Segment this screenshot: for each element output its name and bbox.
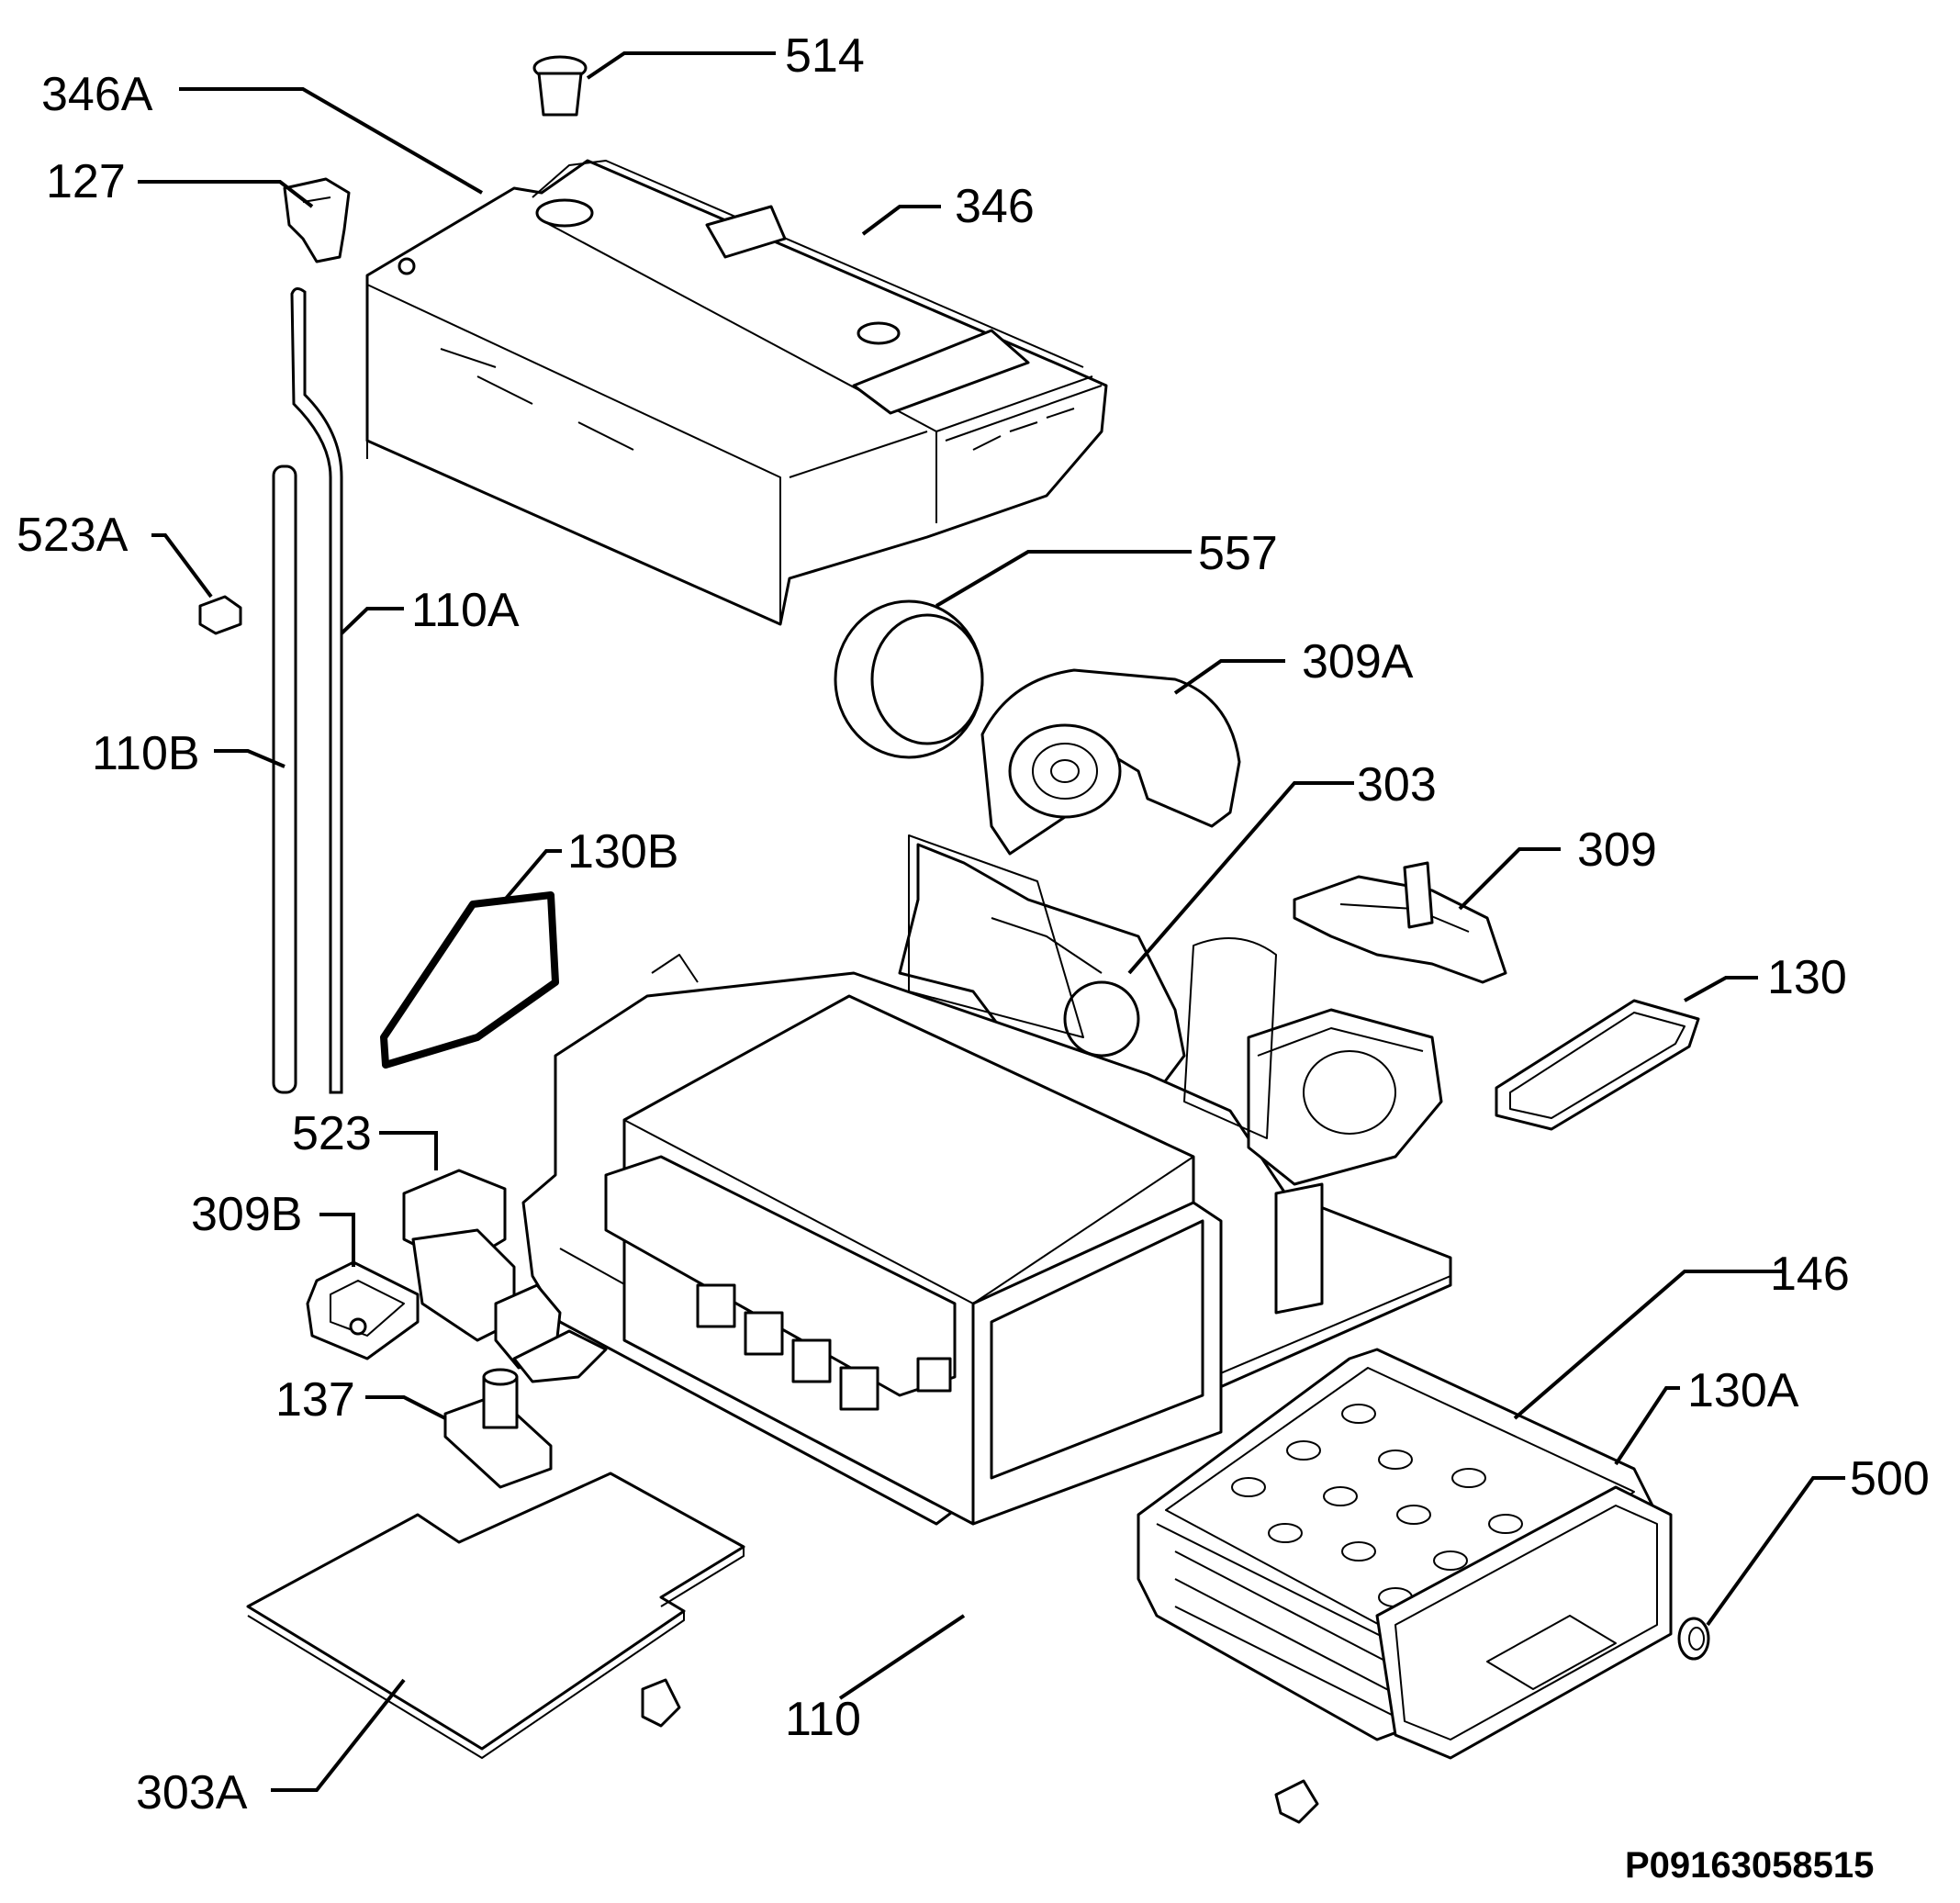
- callout-130A: 130A: [1687, 1364, 1799, 1417]
- part-309-duct: [1293, 861, 1507, 984]
- part-309B-bracket: [306, 1260, 420, 1360]
- part-346-top-housing: [365, 159, 1108, 626]
- callout-309B: 309B: [191, 1188, 302, 1241]
- part-130A-frame: [1375, 1485, 1673, 1760]
- part-110A-hose: [290, 287, 343, 1094]
- callout-309A: 309A: [1302, 635, 1414, 688]
- callout-labels: 346A 514 127 346 523A 110A 557 309A 110B…: [17, 29, 1930, 1819]
- callout-303A: 303A: [136, 1766, 248, 1819]
- callout-110A: 110A: [411, 584, 520, 637]
- part-130B-gasket: [380, 891, 559, 1069]
- callout-127: 127: [46, 155, 126, 208]
- callout-500: 500: [1850, 1452, 1930, 1506]
- callout-130: 130: [1767, 951, 1847, 1004]
- callout-146: 146: [1770, 1248, 1850, 1301]
- callout-523A: 523A: [17, 509, 129, 562]
- part-523-valve: [402, 1169, 608, 1383]
- callout-130B: 130B: [567, 825, 678, 879]
- part-523A-clip: [198, 595, 242, 635]
- callout-557: 557: [1198, 527, 1278, 580]
- callout-303: 303: [1357, 758, 1437, 812]
- callout-137: 137: [275, 1373, 355, 1427]
- callout-346: 346: [955, 180, 1035, 233]
- part-500-knob: [1677, 1617, 1710, 1661]
- part-557-ring: [834, 599, 984, 759]
- drawing-code: P09163058515: [1625, 1845, 1874, 1886]
- callout-309: 309: [1577, 823, 1657, 877]
- callout-346A: 346A: [41, 68, 153, 121]
- part-110B-hose: [272, 465, 297, 1094]
- leader-lines: [138, 51, 1845, 1792]
- part-303A-pad: [246, 1472, 745, 1759]
- part-309A-fan-housing: [980, 668, 1241, 856]
- part-110-drain-hose: [641, 1604, 1319, 1824]
- callout-523: 523: [292, 1107, 372, 1160]
- part-base-assembly: [521, 834, 1452, 1526]
- part-130-gasket: [1495, 999, 1700, 1131]
- part-514-cap: [532, 55, 588, 117]
- callout-514: 514: [785, 29, 865, 83]
- part-137-connector: [443, 1368, 553, 1489]
- callout-110: 110: [785, 1693, 861, 1746]
- callout-110B: 110B: [92, 727, 200, 780]
